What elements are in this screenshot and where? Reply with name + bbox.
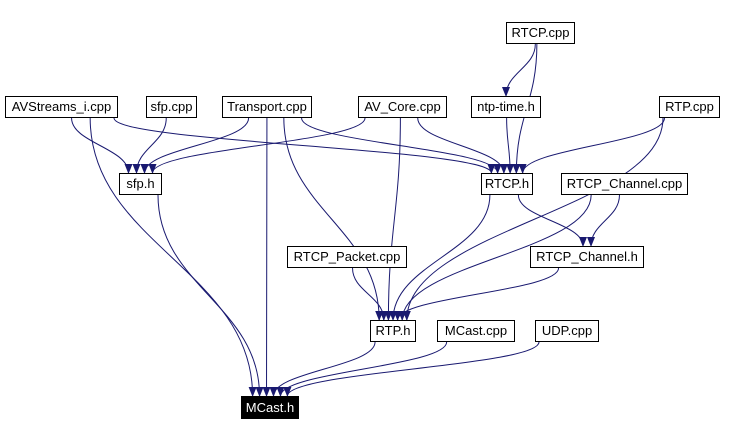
edge-transport-cpp-to-rtp-h: [283, 117, 384, 321]
edge-rtcp-channel-h-to-rtp-h: [393, 267, 560, 321]
node-mcast-h-focus[interactable]: MCast.h: [241, 396, 299, 419]
node-udp-cpp[interactable]: UDP.cpp: [535, 320, 599, 342]
edge-rtp-cpp-to-rtp-h: [402, 117, 664, 321]
edge-sfp-cpp-to-sfp-h: [132, 117, 167, 174]
edge-transport-cpp-to-sfp-h: [140, 117, 250, 174]
node-rtcp-channel-cpp[interactable]: RTCP_Channel.cpp: [561, 173, 688, 195]
edge-avstreams-cpp-to-sfp-h: [71, 117, 133, 174]
node-rtp-cpp[interactable]: RTP.cpp: [659, 96, 720, 118]
node-rtp-h[interactable]: RTP.h: [370, 320, 416, 342]
edge-av-core-cpp-to-rtp-h: [384, 117, 401, 321]
edge-rtcp-channel-cpp-to-rtcp-channel-h: [587, 194, 620, 247]
node-mcast-cpp[interactable]: MCast.cpp: [437, 320, 515, 342]
edge-avstreams-cpp-to-mcast-h: [89, 117, 257, 397]
edge-sfp-h-to-mcast-h: [157, 194, 264, 397]
node-transport-cpp[interactable]: Transport.cpp: [222, 96, 312, 118]
node-sfp-cpp[interactable]: sfp.cpp: [146, 96, 197, 118]
edge-av-core-cpp-to-rtcp-h: [417, 117, 508, 174]
node-avstreams-i-cpp[interactable]: AVStreams_i.cpp: [5, 96, 118, 118]
edge-av-core-cpp-to-sfp-h: [148, 117, 366, 174]
edge-rtcp-h-to-rtp-h: [389, 194, 491, 321]
edge-udp-cpp-to-mcast-h: [283, 341, 540, 397]
edge-rtcp-channel-cpp-to-rtp-h: [398, 194, 592, 321]
edge-rtp-h-to-mcast-h: [269, 341, 376, 397]
edge-rtp-cpp-to-rtcp-h: [518, 117, 665, 174]
node-rtcp-packet-cpp[interactable]: RTCP_Packet.cpp: [287, 246, 407, 268]
node-ntp-time-h[interactable]: ntp-time.h: [471, 96, 541, 118]
node-sfp-h[interactable]: sfp.h: [119, 173, 162, 195]
node-av-core-cpp[interactable]: AV_Core.cpp: [358, 96, 447, 118]
node-rtcp-cpp[interactable]: RTCP.cpp: [506, 22, 575, 44]
edge-rtcp-packet-cpp-to-rtp-h: [352, 267, 388, 321]
node-rtcp-channel-h[interactable]: RTCP_Channel.h: [530, 246, 644, 268]
edge-mcast-cpp-to-mcast-h: [276, 341, 448, 397]
edge-rtcp-cpp-to-ntp-time-h: [502, 43, 536, 97]
node-rtcp-h[interactable]: RTCP.h: [481, 173, 533, 195]
edge-ntp-time-h-to-rtcp-h: [506, 117, 515, 174]
edge-rtcp-h-to-rtcp-channel-h: [517, 194, 587, 247]
edge-avstreams-cpp-to-rtcp-h: [113, 117, 496, 174]
